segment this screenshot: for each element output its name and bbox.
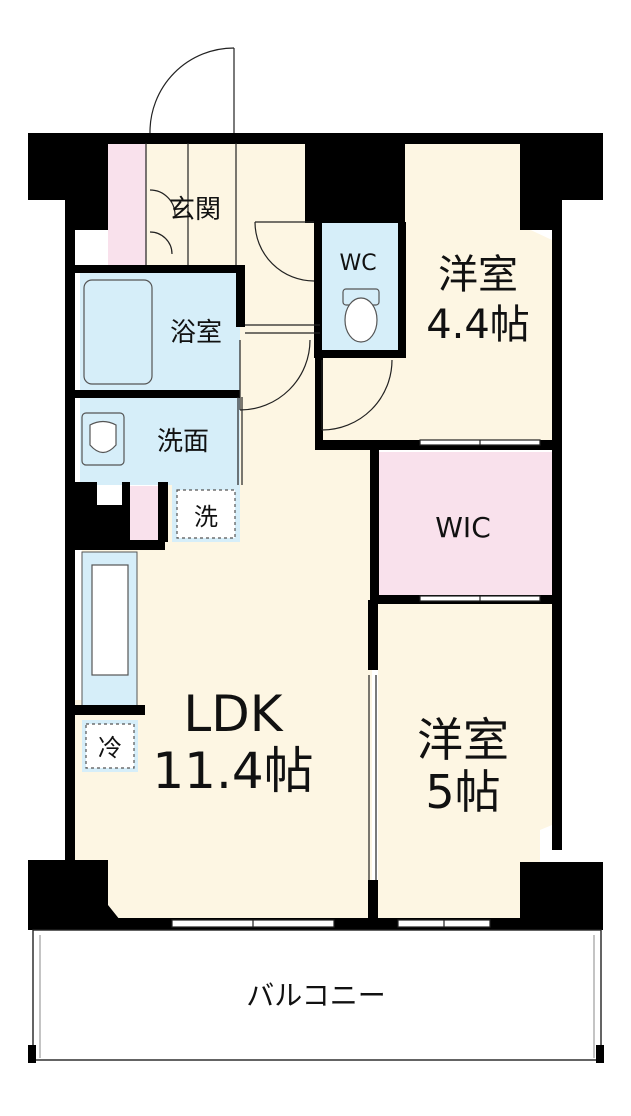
yoshitsu-44-name: 洋室 <box>438 252 518 298</box>
fixtures <box>81 279 380 769</box>
labels: 玄関 浴室 洗面 洗 WC 洋室 4.4帖 WIC LDK 11.4帖 冷 洋室… <box>98 195 530 1012</box>
senmen-label: 洗面 <box>157 427 209 457</box>
yoshitsu-5-floor <box>378 603 552 920</box>
doors <box>149 47 393 431</box>
fridge-box <box>85 723 135 769</box>
senmen-closet <box>130 486 160 541</box>
wic-label: WIC <box>435 511 491 544</box>
entrance-door-swing <box>149 47 235 134</box>
wc-label: WC <box>339 251 376 276</box>
toilet-bowl <box>344 297 378 343</box>
genkan-pink-strip <box>108 143 146 265</box>
washer-label: 洗 <box>194 503 218 531</box>
yoshitsu-44-floor <box>322 143 552 442</box>
openings <box>145 143 541 928</box>
wic-floor <box>378 452 552 595</box>
washer-box <box>176 489 236 539</box>
yoshitsu-44-size: 4.4帖 <box>426 302 530 348</box>
yokushitsu-label: 浴室 <box>170 318 222 348</box>
kitchen-sink <box>91 564 129 676</box>
genkan-label: 玄関 <box>169 195 221 225</box>
yoshitsu-5-name: 洋室 <box>417 713 509 767</box>
ldk-name: LDK <box>183 685 283 743</box>
ldk-size: 11.4帖 <box>152 742 313 800</box>
yoshitsu-5-size: 5帖 <box>425 765 500 819</box>
fridge-label: 冷 <box>98 734 122 762</box>
balcony-label: バルコニー <box>246 979 385 1012</box>
balcony <box>28 929 604 1063</box>
bathtub <box>83 279 153 385</box>
